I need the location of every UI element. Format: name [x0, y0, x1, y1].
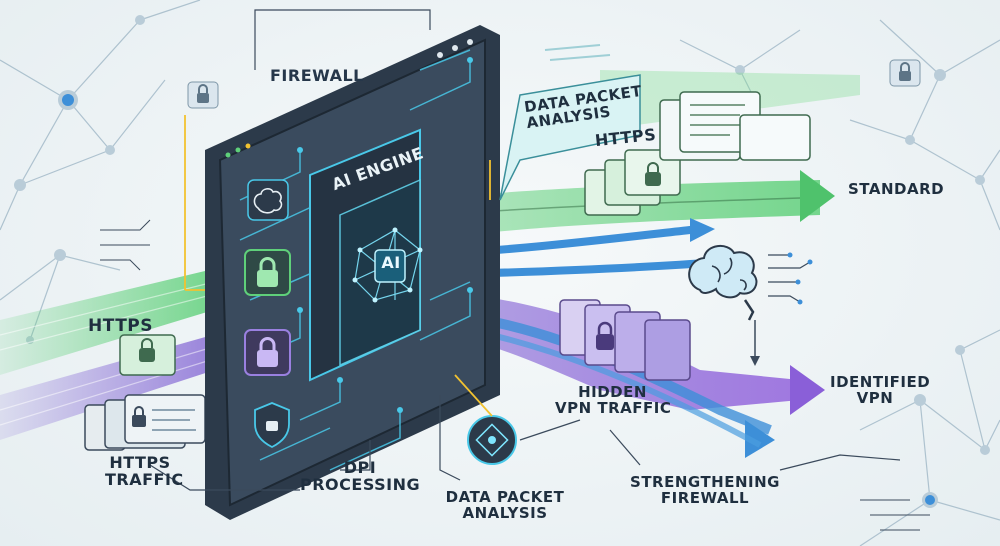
lock-icon	[245, 330, 290, 375]
lock-icon	[245, 250, 290, 295]
brain-icon	[248, 180, 288, 220]
https-traffic-label: HTTPS TRAFFIC	[105, 455, 175, 489]
identified-vpn-arrow-icon	[790, 365, 825, 415]
dpi-processing-label: DPI PROCESSING	[300, 460, 420, 494]
hidden-vpn-traffic-label: HIDDEN VPN TRAFFIC	[555, 385, 670, 417]
firewall-label: FIREWALL	[270, 68, 364, 85]
firewall-device	[205, 25, 500, 520]
data-packet-analysis-bottom-label: DATA PACKET ANALYSIS	[445, 490, 565, 522]
identified-vpn-label: IDENTIFIED VPN	[830, 375, 920, 407]
https-left-label: HTTPS	[88, 318, 153, 336]
ai-chip-label: AI	[379, 255, 403, 272]
network-node-icon	[468, 416, 516, 464]
brain-icon	[689, 246, 812, 366]
strengthening-firewall-label: STRENGTHENING FIREWALL	[630, 475, 780, 507]
blue-arrow-icon	[690, 218, 715, 242]
standard-label: STANDARD	[848, 182, 944, 198]
